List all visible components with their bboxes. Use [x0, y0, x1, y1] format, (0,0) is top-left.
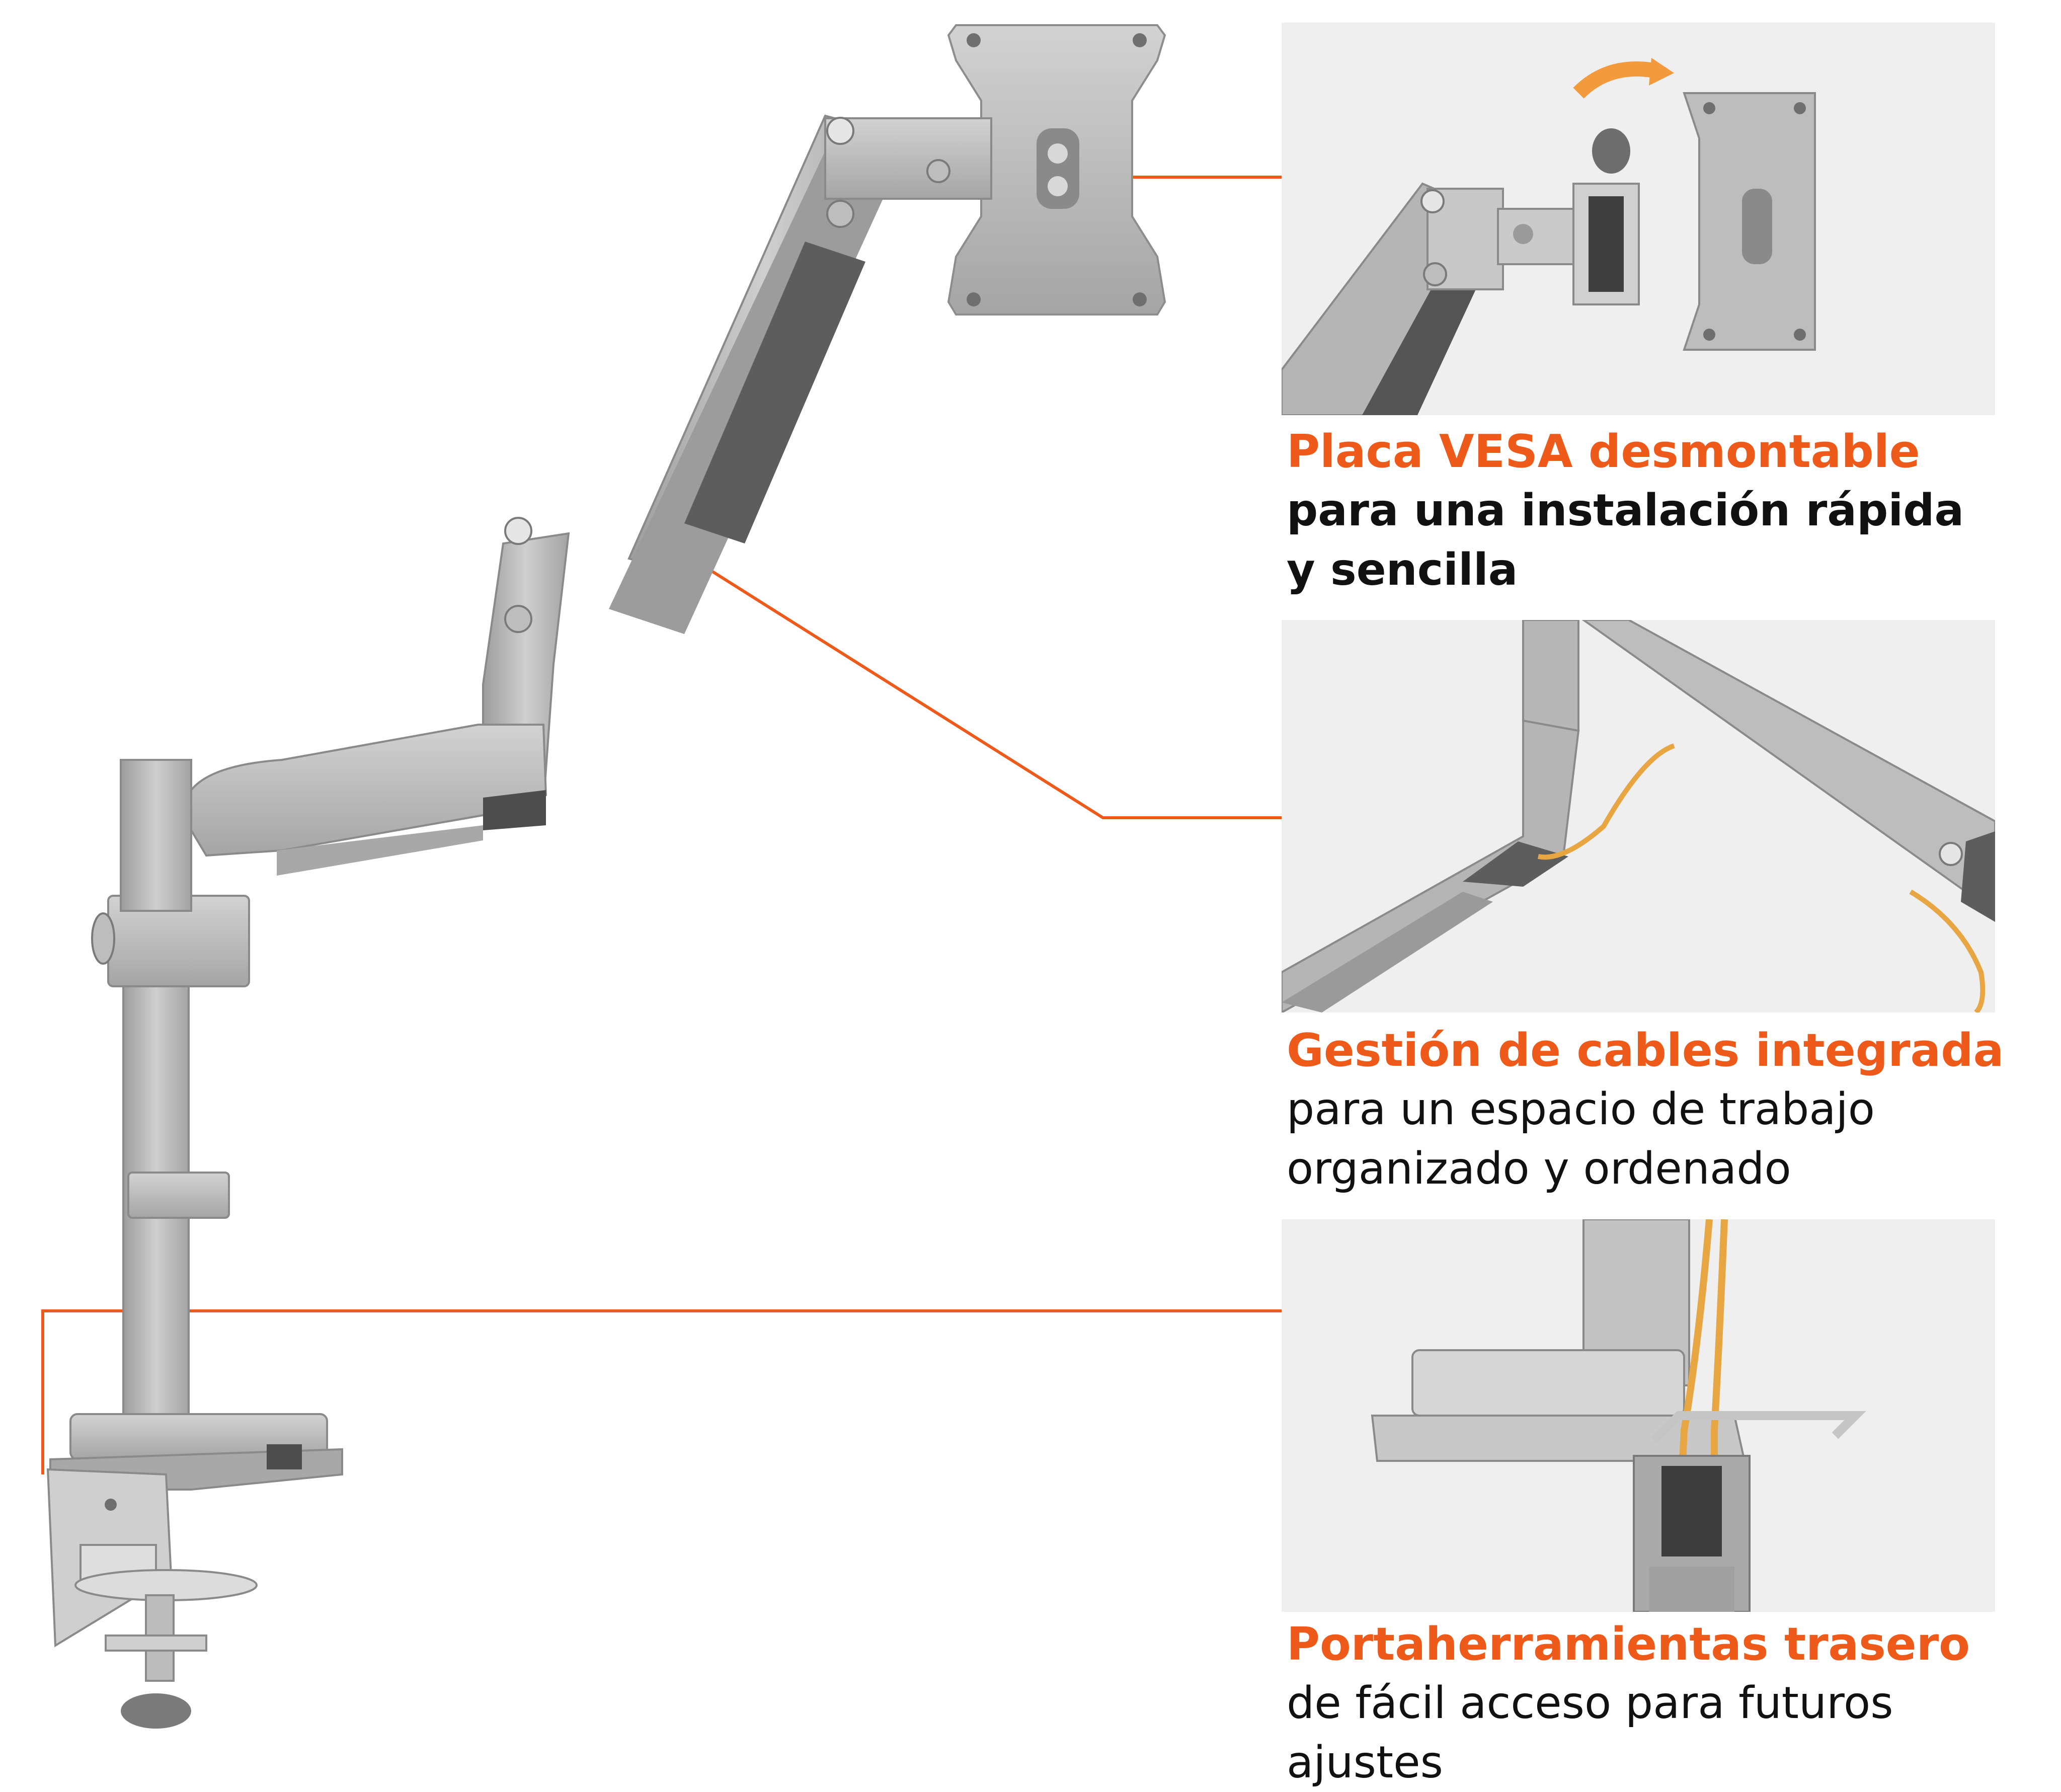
- feature-description-line: y sencilla: [1287, 544, 1518, 595]
- cable-management-illustration: [1282, 620, 1995, 1012]
- feature-title: Portaherramientas trasero: [1287, 1618, 1970, 1671]
- cable-management-photo: [1282, 620, 1995, 1012]
- feature-description-line: ajustes: [1287, 1737, 1443, 1788]
- tool-holder-illustration: [1371, 1219, 1866, 1612]
- lower-arm: [190, 724, 547, 876]
- feature-description-line: organizado y ordenado: [1287, 1143, 1791, 1194]
- feature-description-line: para un espacio de trabajo: [1287, 1083, 1875, 1135]
- desk-clamp: [46, 1468, 258, 1729]
- feature-title: Placa VESA desmontable: [1287, 425, 1920, 478]
- vesa-plate-photo: [1282, 23, 1995, 415]
- feature-caption-cables: Gestión de cables integrada para un espa…: [1287, 1022, 2056, 1198]
- upper-arm: [609, 114, 992, 634]
- feature-caption-tool-holder: Portaherramientas trasero de fácil acces…: [1287, 1615, 2056, 1792]
- vesa-plate: [947, 24, 1166, 316]
- vesa-plate-illustration: [1282, 58, 1816, 415]
- tool-holder-photo: [1282, 1219, 1995, 1612]
- feature-caption-vesa: Placa VESA desmontable para una instalac…: [1287, 423, 2056, 599]
- feature-description-line: para una instalación rápida: [1287, 485, 1964, 536]
- monitor-arm-illustration: [41, 24, 1282, 1729]
- pole: [120, 759, 230, 1420]
- feature-title: Gestión de cables integrada: [1287, 1024, 2004, 1077]
- feature-description-line: de fácil acceso para futuros: [1287, 1677, 1893, 1729]
